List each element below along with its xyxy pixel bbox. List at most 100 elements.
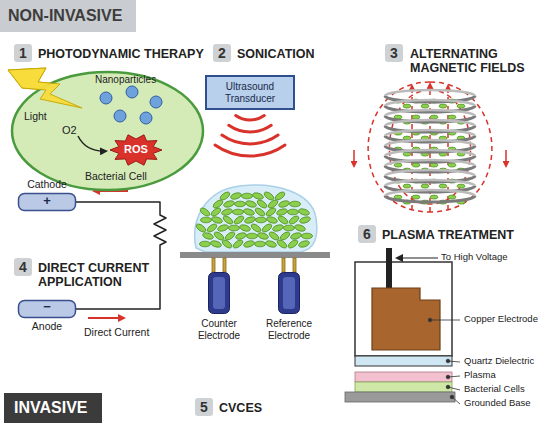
bacterium — [199, 207, 211, 218]
bacterium — [210, 207, 222, 218]
text-label: DIRECT CURRENT APPLICATION — [38, 261, 154, 290]
bacterium — [265, 240, 277, 249]
text-label: Grounded Base — [464, 398, 531, 409]
bacterium — [287, 239, 299, 250]
bacterium — [250, 223, 262, 234]
text-label: PHOTODYNAMIC THERAPY — [38, 47, 204, 61]
coil-windings — [385, 90, 475, 204]
node-text: ROS — [110, 143, 162, 156]
wire-with-resistor — [76, 202, 166, 309]
bacterium — [412, 195, 420, 199]
current-arrow — [88, 317, 124, 319]
bacterium — [448, 163, 456, 167]
bacterium — [252, 192, 264, 201]
bacterium — [276, 239, 288, 250]
bacterium — [221, 208, 233, 217]
bacterium — [272, 224, 284, 233]
bacterium — [278, 200, 290, 209]
light-bolt — [8, 68, 82, 108]
bacterium — [412, 115, 420, 119]
bacterium — [221, 239, 233, 250]
bacterium — [421, 104, 429, 108]
text-label: CVCES — [219, 401, 262, 415]
bacterium — [229, 225, 240, 231]
coil-winding — [385, 120, 475, 126]
text-label: PLASMA TREATMENT — [382, 228, 514, 242]
bacterium — [201, 217, 212, 223]
bacterium — [421, 184, 429, 188]
nanoparticle — [114, 110, 126, 122]
electrode-body — [209, 273, 230, 314]
coil-winding — [385, 196, 475, 202]
node-text: − — [18, 300, 76, 315]
node-text: Anode — [12, 320, 82, 332]
bacterium — [457, 104, 465, 108]
bacterium — [448, 195, 456, 199]
text-label: Direct Current — [84, 326, 149, 338]
electrode-body — [279, 273, 300, 314]
bacterium — [288, 215, 300, 226]
substrate-plate — [180, 252, 330, 258]
bacterium — [210, 240, 222, 249]
bacterium — [290, 201, 301, 207]
biofilm-matrix — [195, 185, 317, 252]
bacterium — [217, 224, 229, 233]
bacterium — [439, 104, 447, 108]
bacterium — [412, 163, 420, 167]
text-label: ALTERNATING MAGNETIC FIELDS — [410, 47, 538, 76]
bacterium — [290, 232, 302, 241]
ultrasound-waves — [215, 116, 285, 157]
bacterium — [243, 208, 255, 217]
callout-number: 6 — [358, 225, 376, 243]
coil-winding — [385, 90, 475, 96]
bacterium — [302, 233, 313, 239]
nanoparticle — [126, 86, 138, 98]
bacterium — [284, 225, 295, 231]
callout-number: 1 — [14, 44, 32, 62]
electrode-body — [19, 301, 76, 318]
bacterium — [263, 191, 275, 202]
ros-burst-shape — [110, 135, 162, 165]
node-text: NON-INVASIVE — [8, 7, 122, 25]
nanoparticle — [150, 96, 162, 108]
electrode-outline — [278, 272, 300, 314]
bacterium — [266, 216, 278, 225]
coil-winding — [385, 110, 475, 116]
node-text: Nanoparticles — [95, 74, 156, 86]
bacterium — [230, 192, 242, 201]
text-label: Quartz Dielectric — [464, 356, 534, 367]
ros-burst: ROS — [110, 134, 162, 166]
transducer-box: Ultrasound Transducer — [205, 75, 295, 110]
node-text: Ultrasound Transducer — [214, 81, 286, 104]
bacterium — [254, 207, 266, 218]
electrode-outline — [208, 272, 230, 314]
electrode-body — [19, 194, 76, 211]
bacterium — [222, 215, 234, 226]
bacterium — [276, 208, 288, 217]
bacterium — [244, 216, 256, 225]
coil-winding — [385, 160, 475, 166]
leader-lines — [428, 318, 460, 404]
bacterium — [288, 209, 299, 215]
coil-winding — [385, 130, 475, 136]
callout-number: 3 — [385, 44, 403, 62]
category-banner: NON-INVASIVE — [0, 0, 136, 32]
bacterium — [394, 163, 402, 167]
bacterium — [256, 217, 267, 223]
bacterium — [233, 215, 245, 226]
text-label: Bacterial Cells — [464, 384, 525, 395]
bacterium — [257, 232, 269, 241]
bacterium — [223, 200, 235, 209]
bacterial-cell: NanoparticlesO2Bacterial CellROS — [10, 66, 205, 192]
bacterium — [403, 184, 411, 188]
electrode: Cathode+ — [18, 193, 76, 211]
reaction-arrow — [78, 136, 106, 151]
category-banner: INVASIVE — [4, 393, 102, 423]
bacterium — [457, 184, 465, 188]
coil-winding — [385, 180, 475, 186]
bacterium — [235, 201, 246, 207]
bacterium — [243, 240, 255, 249]
coil-winding — [385, 190, 475, 196]
bacterium — [247, 233, 258, 239]
electrode: Reference Electrode — [278, 272, 300, 314]
